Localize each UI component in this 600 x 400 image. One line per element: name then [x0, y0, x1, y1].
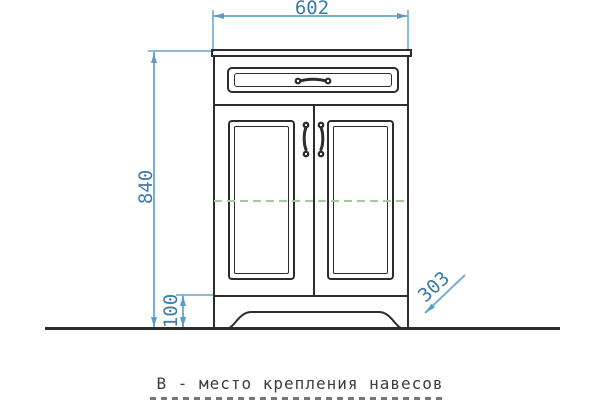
drawing-caption: В - место крепления навесов	[156, 374, 444, 393]
arrow-diagonal-icon	[425, 303, 435, 313]
arrow-up-icon	[180, 296, 186, 306]
depth-dimension-line	[424, 274, 466, 314]
arrow-up-icon	[151, 53, 157, 63]
ground-line	[45, 327, 560, 330]
width-extension-line-left	[212, 10, 214, 51]
plinth-recess	[226, 311, 404, 330]
hanger-mount-line	[214, 200, 408, 202]
width-dimension-line	[213, 15, 408, 17]
plinth-dimension-line	[182, 295, 184, 328]
arrow-left-icon	[214, 13, 224, 19]
right-door-handle	[317, 121, 325, 158]
arrow-down-icon	[151, 317, 157, 327]
width-extension-line-right	[407, 10, 409, 51]
width-dimension-label: 602	[294, 0, 330, 19]
cropped-text-line	[150, 397, 446, 400]
drawer-handle	[294, 77, 332, 85]
drawer-front-inner-panel	[234, 73, 392, 87]
cabinet-countertop	[211, 49, 412, 57]
arrow-right-icon	[397, 13, 407, 19]
height-dimension-line	[153, 52, 155, 328]
height-extension-line-top	[148, 50, 214, 52]
height-dimension-label: 840	[135, 169, 157, 205]
plinth-top-line	[213, 295, 409, 297]
plinth-extension-line	[176, 294, 214, 296]
left-door-handle	[302, 121, 310, 158]
drawer-divider-line	[213, 104, 409, 106]
arrow-down-icon	[180, 317, 186, 327]
drawer-front	[227, 67, 399, 93]
